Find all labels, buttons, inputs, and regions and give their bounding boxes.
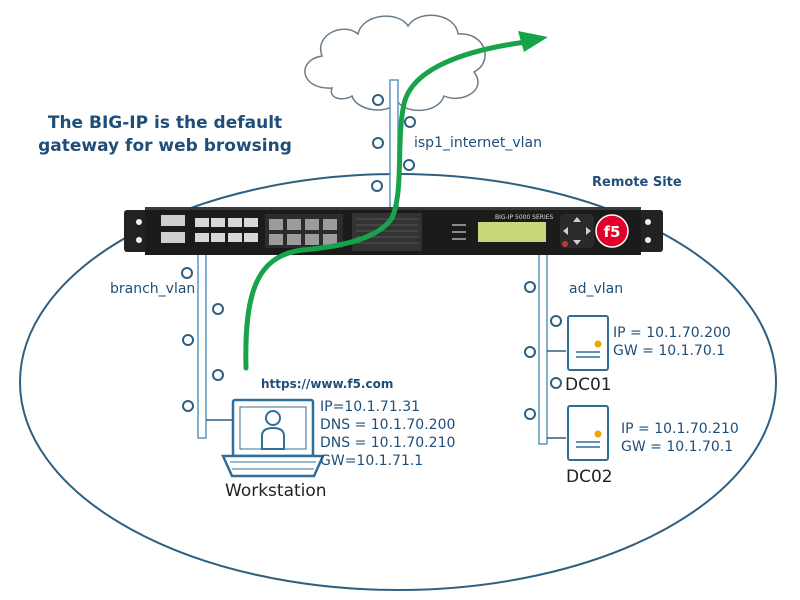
internet-cloud-icon — [304, 14, 486, 112]
dc01-label: DC01 — [565, 375, 612, 395]
workstation-label: Workstation — [225, 481, 327, 501]
branch-vlan-label: branch_vlan — [110, 281, 196, 297]
title-line-2: gateway for web browsing — [38, 136, 292, 156]
workstation-dns-1: DNS = 10.1.70.200 — [320, 417, 456, 433]
title-line-1: The BIG-IP is the default — [47, 113, 283, 133]
workstation-ip: IP=10.1.71.31 — [320, 399, 421, 415]
workstation-network-info: IP=10.1.71.31 DNS = 10.1.70.200 DNS = 10… — [320, 398, 455, 470]
dc02-gateway: GW = 10.1.70.1 — [621, 439, 734, 455]
dc01-server-icon — [567, 315, 609, 371]
web-traffic-arrow — [243, 31, 548, 371]
ad-vlan-label: ad_vlan — [569, 281, 624, 297]
diagram-title: The BIG-IP is the default gateway for we… — [0, 112, 330, 158]
branch-vlan-segment — [181, 251, 233, 439]
remote-site-label: Remote Site — [592, 175, 682, 190]
dc02-ip: IP = 10.1.70.210 — [621, 421, 739, 437]
f5-logo-text: f5 — [604, 223, 621, 241]
dc01-ip: IP = 10.1.70.200 — [613, 325, 731, 341]
workstation-gateway: GW=10.1.71.1 — [320, 453, 424, 469]
browsing-url: https://www.f5.com — [261, 377, 394, 391]
ad-vlan-segment — [524, 251, 566, 445]
dc01-network-info: IP = 10.1.70.200 GW = 10.1.70.1 — [613, 324, 731, 360]
dc01-gateway: GW = 10.1.70.1 — [613, 343, 726, 359]
workstation-icon — [221, 398, 325, 478]
workstation-dns-2: DNS = 10.1.70.210 — [320, 435, 456, 451]
dc02-label: DC02 — [566, 467, 613, 487]
f5-logo-icon — [595, 214, 629, 248]
isp1-internet-vlan-label: isp1_internet_vlan — [414, 135, 542, 151]
dc02-server-icon — [567, 405, 609, 461]
dc02-network-info: IP = 10.1.70.210 GW = 10.1.70.1 — [621, 420, 739, 456]
device-series-label: BIG-IP 5000 SERIES — [495, 214, 554, 221]
